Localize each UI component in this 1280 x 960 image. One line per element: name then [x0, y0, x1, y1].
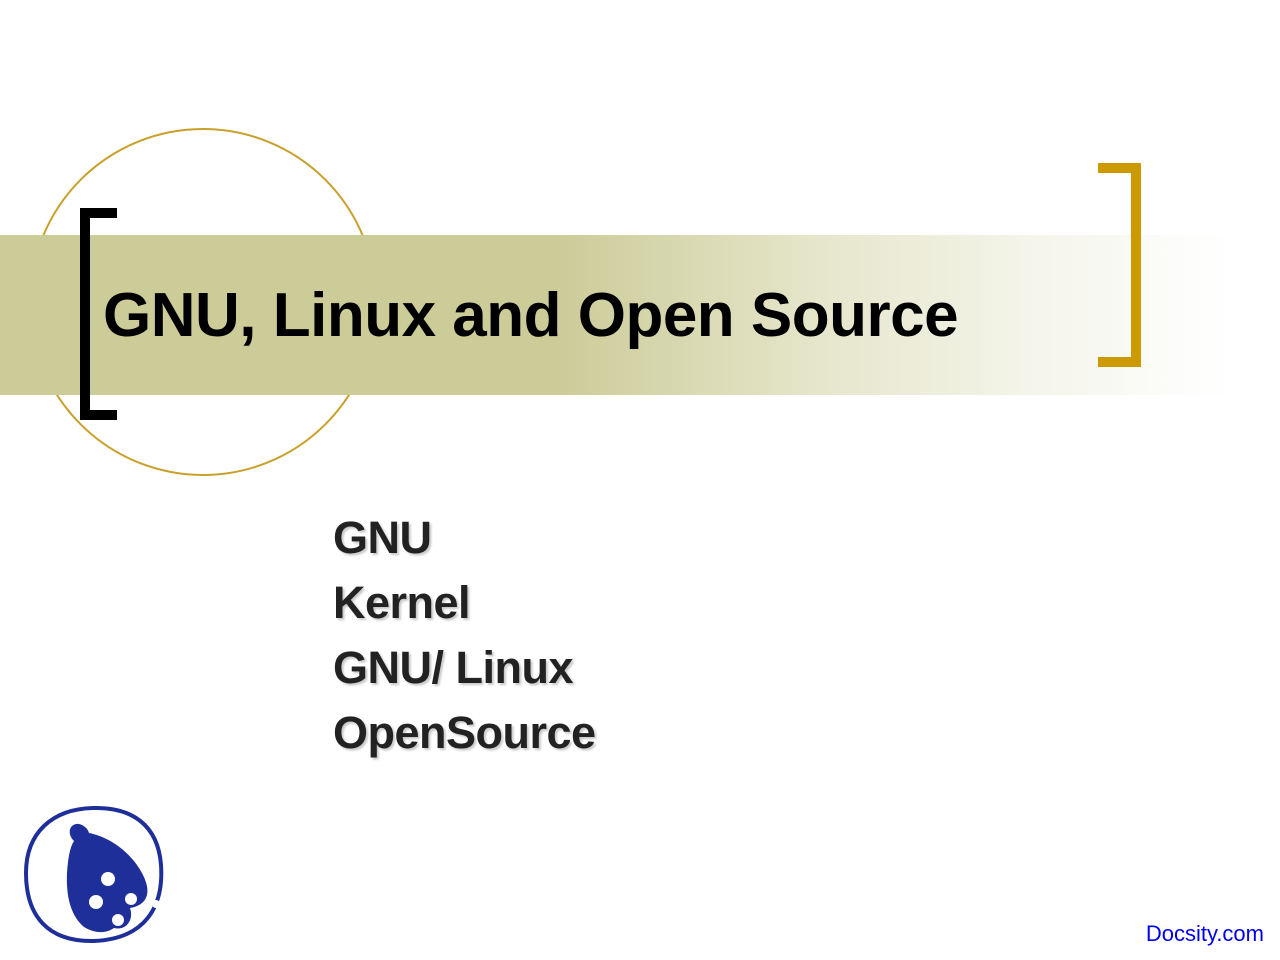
- docsity-link[interactable]: Docsity.com: [1145, 921, 1264, 946]
- bullet-item: GNU: [333, 512, 432, 563]
- bullet-item: OpenSource: [333, 707, 596, 758]
- slide-title: GNU, Linux and Open Source: [103, 281, 959, 350]
- docsity-logo-icon: [22, 803, 164, 945]
- bullet-item: GNU/ Linux: [333, 642, 573, 693]
- bullet-item: Kernel: [333, 577, 471, 628]
- title-banner: [0, 235, 1280, 395]
- left-bracket-decoration: [80, 208, 117, 420]
- bullet-list: GNU Kernel GNU/ Linux OpenSource: [333, 505, 596, 765]
- right-bracket-decoration: [1098, 163, 1141, 367]
